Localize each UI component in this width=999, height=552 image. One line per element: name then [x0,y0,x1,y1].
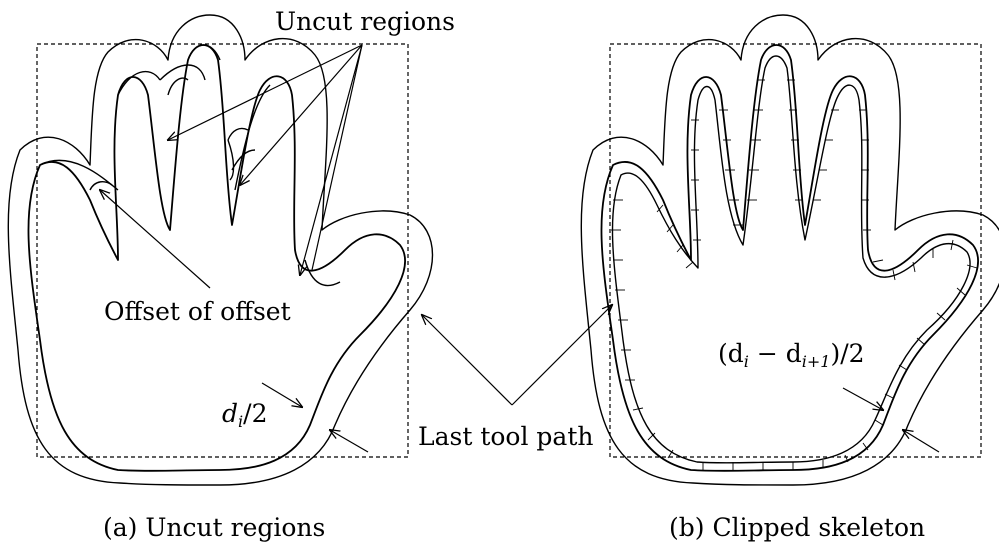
label-di-half: di/2 [222,399,267,431]
bounding-box-b [609,43,982,458]
inner-hand-path-a [27,44,406,472]
label-last-tool-path: Last tool path [418,422,593,451]
offset-of-offset-curve [39,44,271,191]
arrow-uncut-2 [240,44,363,185]
caption-b: (b) Clipped skeleton [669,513,925,542]
arrow-di-half [261,382,302,407]
panel-a: Uncut regions Offset of offset di/2 (a) … [7,7,455,542]
arrow-uncut-1 [168,44,363,140]
label-uncut-regions: Uncut regions [275,7,455,36]
label-offset-of-offset: Offset of offset [104,297,291,326]
arrow-di-half-outer [330,430,369,453]
label-diff-half: (di − di+1)/2 [718,339,865,371]
arrow-diff-half [842,387,883,410]
panel-b: (di − di+1)/2 (b) Clipped skeleton [580,14,999,542]
arrow-last-tool-path-b [511,305,612,406]
middle-offset-a [89,77,341,287]
outer-tool-path-a [7,14,434,486]
last-tool-path-annotation: Last tool path [418,305,612,451]
caption-a: (a) Uncut regions [103,513,325,542]
arrow-diff-half-outer [903,430,940,453]
arrow-offset-of-offset [100,190,211,289]
arrow-last-tool-path-a [422,315,513,406]
bounding-box-a [36,43,409,458]
skeleton-boundary [611,55,971,464]
arrow-uncut-3 [300,44,363,275]
arrow-uncut-3b [311,44,363,271]
skeleton-hatching [611,79,978,470]
outer-tool-path-b [580,14,999,486]
